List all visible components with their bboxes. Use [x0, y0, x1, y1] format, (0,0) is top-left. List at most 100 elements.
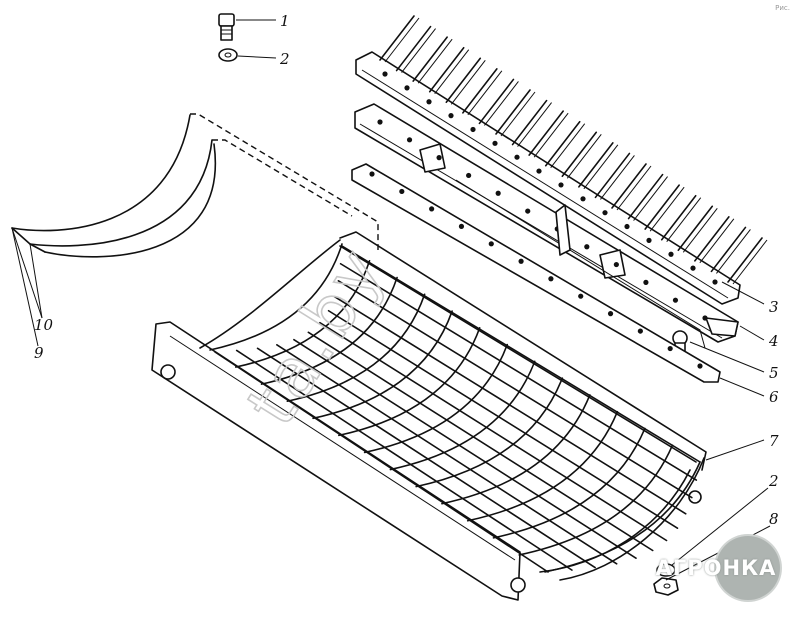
comb-tooth — [428, 46, 465, 93]
comb-tooth-edge — [699, 218, 735, 264]
grate-rib — [312, 310, 453, 420]
comb-hole — [426, 99, 432, 105]
comb-tooth — [495, 89, 531, 135]
comb-bar-part — [355, 15, 768, 305]
grate-ribs — [209, 243, 701, 573]
callout-1: 1 — [280, 12, 290, 30]
comb-tooth — [528, 110, 564, 156]
comb-tooth — [727, 237, 763, 283]
plate-hole — [637, 328, 643, 334]
comb-hole — [712, 279, 718, 285]
callout-2: 2 — [279, 50, 290, 68]
callout-6: 6 — [769, 388, 779, 406]
grate-rib — [389, 360, 536, 471]
channel-hole — [436, 155, 442, 161]
comb-tooth — [710, 226, 747, 273]
grate-rib — [518, 444, 674, 556]
comb-tooth-edge — [649, 186, 685, 232]
plate-hole — [488, 241, 494, 247]
comb-tooth-edge — [600, 155, 635, 200]
comb-tooth-edge — [384, 17, 420, 63]
comb-tooth — [445, 57, 482, 104]
comb-tooth — [594, 152, 631, 199]
grate-rib — [234, 259, 371, 368]
grate-bar — [293, 338, 637, 559]
grate-rib — [441, 394, 591, 505]
grate-rib — [363, 343, 509, 454]
grate-rib — [286, 293, 426, 403]
callout-labels: 1 2 3 4 5 6 7 2 8 10 9 — [34, 12, 779, 528]
grate-rib — [544, 461, 701, 573]
comb-tooth-edge — [566, 133, 602, 179]
comb-tooth — [395, 25, 432, 72]
comb-tooth-edge — [517, 102, 552, 147]
comb-tooth-edge — [716, 229, 751, 274]
comb-tooth — [412, 36, 448, 82]
comb-hole — [514, 154, 520, 160]
comb-tooth — [544, 120, 581, 167]
comb-hole — [580, 196, 586, 202]
brand-logo-badge — [716, 536, 780, 600]
channel-hole — [495, 190, 501, 196]
plate-hole — [369, 171, 375, 177]
grate-bar — [341, 245, 701, 463]
comb-tooth-edge — [533, 112, 569, 158]
comb-tooth — [660, 194, 697, 241]
comb-hole — [558, 182, 564, 188]
channel-hole — [702, 315, 708, 321]
comb-tooth-edge — [417, 38, 453, 84]
comb-tooth — [578, 142, 614, 188]
plate-hole — [458, 223, 465, 229]
plate-hole — [518, 258, 524, 264]
callout-8: 8 — [769, 510, 779, 528]
assembly-dashed-line — [190, 113, 379, 250]
grate-rib — [260, 276, 398, 385]
plate-hole — [697, 363, 703, 369]
callout-2-lower: 2 — [768, 472, 779, 490]
comb-tooth — [379, 15, 415, 61]
grate-mount-hole — [510, 577, 526, 593]
comb-hole — [492, 140, 498, 146]
channel-hole — [613, 261, 619, 268]
comb-tooth — [611, 163, 647, 209]
comb-tooth-edge — [550, 123, 586, 169]
comb-tooth — [694, 216, 730, 262]
corner-mark: Рис. — [775, 4, 790, 12]
grate-bar — [319, 321, 668, 542]
plate-hole — [667, 345, 673, 352]
comb-hole — [668, 251, 674, 257]
comb-hole — [382, 71, 388, 77]
comb-tooth-edge — [633, 176, 668, 221]
grate-mount-hole — [160, 364, 176, 380]
comb-tooth-edge — [434, 49, 470, 95]
comb-tooth — [511, 99, 548, 146]
comb-hole — [602, 210, 608, 216]
comb-hole — [646, 237, 652, 243]
comb-tooth — [627, 173, 664, 220]
comb-tooth-edge — [616, 165, 652, 211]
comb-hole — [404, 85, 410, 91]
comb-tooth — [677, 205, 714, 252]
comb-tooth-edge — [666, 197, 702, 243]
comb-tooth — [644, 184, 680, 230]
grate-rib — [415, 377, 564, 488]
callout-4: 4 — [768, 332, 779, 350]
grate-bar — [327, 309, 679, 529]
comb-tooth-edge — [467, 70, 503, 116]
concave-grate-part — [151, 231, 707, 601]
callout-10: 10 — [34, 316, 54, 334]
comb-tooth-edge — [500, 91, 536, 137]
comb-tooth-edge — [401, 28, 436, 73]
curved-shield-part — [11, 114, 217, 258]
plate-hole — [607, 311, 614, 317]
channel-bar-part — [354, 103, 739, 343]
comb-tooth-edge — [484, 81, 519, 126]
comb-teeth — [379, 15, 768, 285]
comb-holes — [382, 71, 718, 285]
plate-hole — [548, 276, 554, 282]
comb-hole — [690, 265, 696, 271]
comb-tooth-edge — [682, 207, 718, 253]
comb-tooth — [478, 78, 515, 125]
